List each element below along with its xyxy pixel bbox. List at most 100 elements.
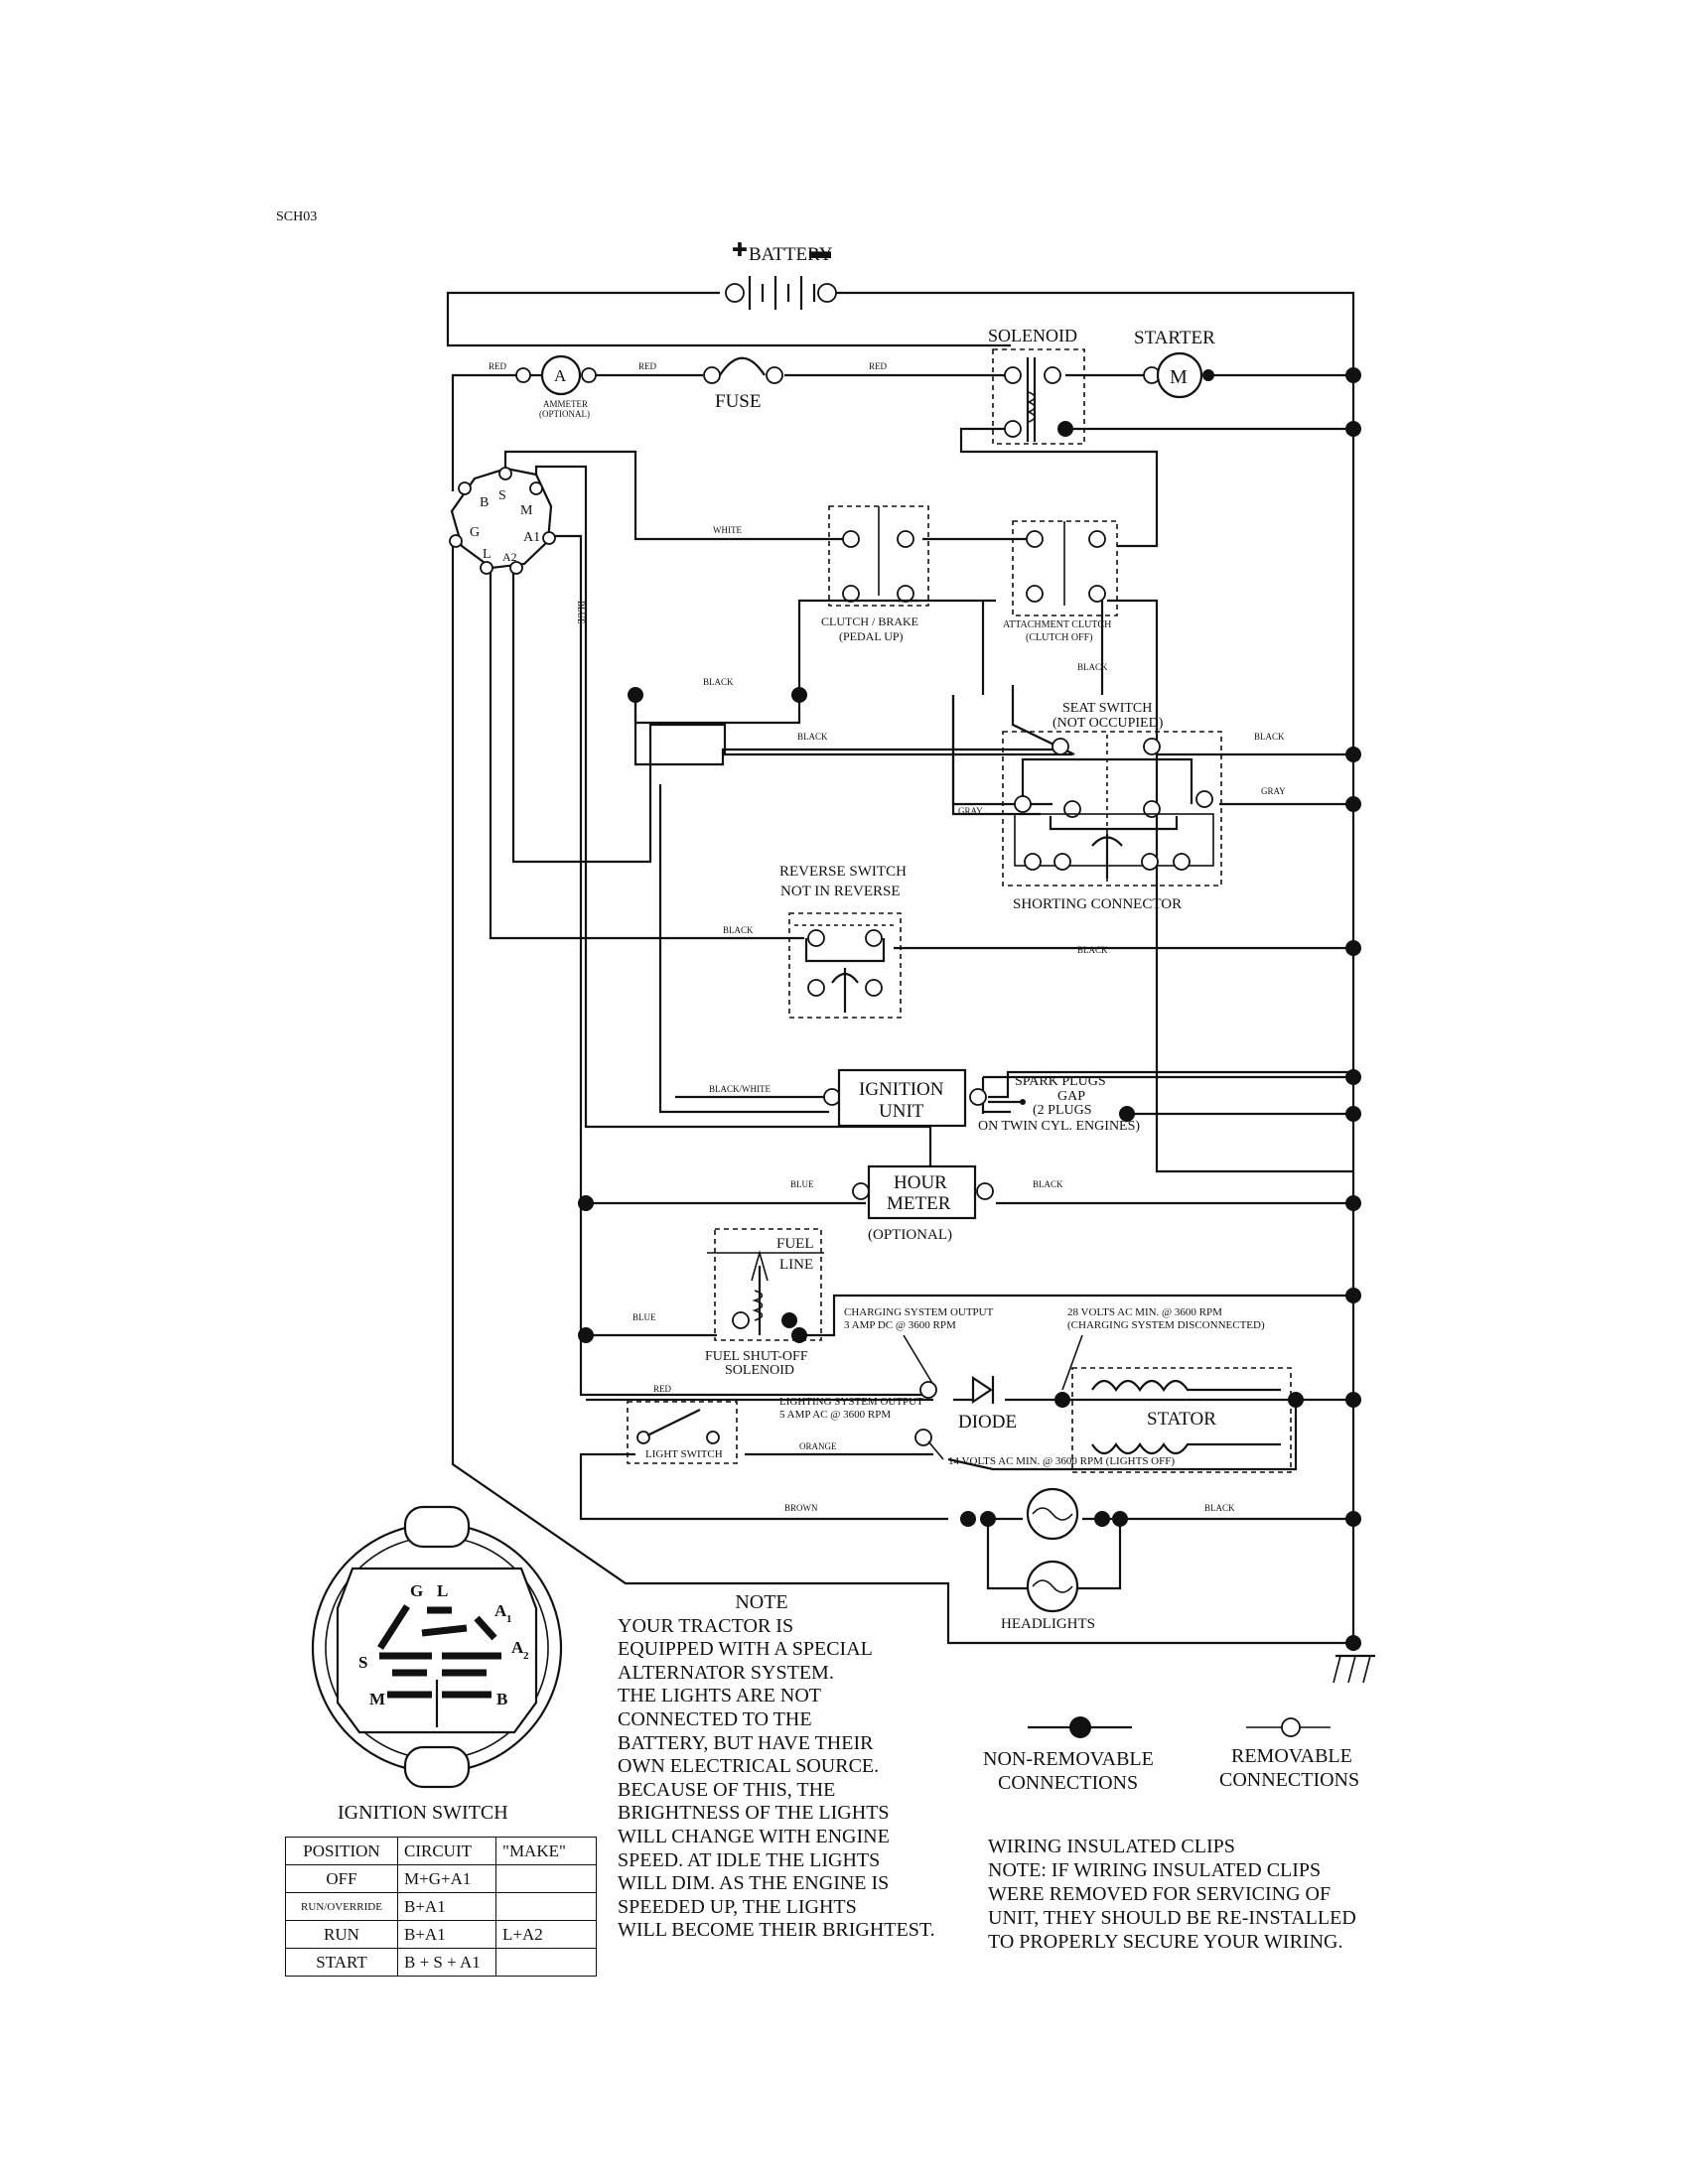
wire-label-black: BLACK [1077,945,1108,955]
row-make: L+A2 [495,1920,597,1949]
fuel-solenoid-label-2: SOLENOID [725,1363,794,1378]
ammeter-label: AMMETER [543,399,588,409]
reverse-switch-state: NOT IN REVERSE [780,884,901,899]
wires [446,291,1355,1648]
solenoid: SOLENOID [988,326,1085,445]
wire-label-white: WHITE [713,525,742,535]
diode: DIODE [919,1375,1017,1433]
terminal-s: S [498,488,506,503]
clutch-brake-state: (PEDAL UP) [839,629,904,643]
legend-removable-2: CONNECTIONS [1219,1769,1359,1791]
spark-plugs-gap: GAP [1057,1089,1085,1104]
wire-label-gray: GRAY [958,806,983,816]
legend-non-removable-2: CONNECTIONS [998,1772,1138,1794]
stator-label: STATOR [1147,1409,1216,1430]
header-circuit: CIRCUIT [397,1837,496,1865]
face-terminal-m: M [369,1690,385,1708]
seat-switch: SEAT SWITCH (NOT OCCUPIED) SHORTING CONN… [1002,701,1222,912]
ignition-switch-title: IGNITION SWITCH [338,1802,508,1824]
row-position: START [285,1948,398,1977]
fuel-line-label-2: LINE [779,1257,813,1273]
fuse: FUSE [703,356,783,412]
note-line: WILL BECOME THEIR BRIGHTEST. [618,1919,935,1942]
spark-plugs-label: SPARK PLUGS [1015,1074,1106,1089]
wire-label-blue: BLUE [576,601,586,624]
note-line: OWN ELECTRICAL SOURCE. [618,1755,880,1778]
wire-label-black: BLACK [723,925,754,935]
wire-label-gray: GRAY [1261,786,1286,796]
wire-label-black: BLACK [1204,1503,1235,1513]
terminal-g: G [470,525,480,540]
face-terminal-a1-sub: 1 [506,1613,512,1625]
light-switch-label: LIGHT SWITCH [645,1448,723,1460]
terminal-a1: A1 [523,530,540,545]
terminal-l: L [483,547,491,562]
note-line: CONNECTED TO THE [618,1707,812,1730]
attachment-clutch-state: (CLUTCH OFF) [1026,632,1093,643]
solenoid-label: SOLENOID [988,326,1077,345]
legend-removable: REMOVABLE [1231,1745,1352,1767]
clips-line: NOTE: IF WIRING INSULATED CLIPS [988,1859,1322,1881]
face-terminal-a1: A [494,1601,507,1620]
note-block: NOTE YOUR TRACTOR IS EQUIPPED WITH A SPE… [618,1591,985,1943]
clutch-brake-switch: CLUTCH / BRAKE (PEDAL UP) [821,505,929,643]
note-line: SPEED. AT IDLE THE LIGHTS [618,1848,881,1871]
wire-label-black: BLACK [1033,1179,1063,1189]
hour-meter-label: HOUR [894,1172,947,1193]
note-line: BECAUSE OF THIS, THE [618,1778,836,1801]
charging-output-label: CHARGING SYSTEM OUTPUT [844,1306,994,1318]
ammeter: A AMMETER (OPTIONAL) [515,354,597,419]
terminal-a2: A2 [502,550,517,564]
starter-motor: STARTER M [1134,328,1215,399]
note-title: NOTE [735,1591,788,1613]
wire-label-black: BLACK [797,732,828,742]
face-terminal-a2: A [511,1638,524,1657]
spark-plugs-count: (2 PLUGS [1033,1103,1092,1118]
terminal-m: M [520,503,533,518]
starter-symbol: M [1170,366,1188,388]
row-position: OFF [285,1864,398,1893]
battery-minus-icon: ▬ [809,238,831,263]
light-switch: LIGHT SWITCH [627,1401,738,1464]
headlights: HEADLIGHTS [1001,1487,1095,1632]
battery-plus-icon: ✚ [732,240,748,261]
fuse-label: FUSE [715,391,761,412]
row-make [495,1892,597,1921]
wire-label-black: BLACK [703,677,734,687]
clips-title: WIRING INSULATED CLIPS [988,1836,1235,1857]
ignition-switch-table: POSITION CIRCUIT "MAKE" OFF M+G+A1 RUN/O… [285,1837,597,1977]
wire-label-red: RED [653,1384,672,1394]
clips-line: UNIT, THEY SHOULD BE RE-INSTALLED [988,1907,1356,1929]
wire-label-red: RED [489,361,507,371]
starter-label: STARTER [1134,328,1215,348]
row-position: RUN [285,1920,398,1949]
battery-label: BATTERY [749,244,833,265]
removable-connection-icon [1281,1717,1301,1737]
volts-28-label: 28 VOLTS AC MIN. @ 3600 RPM [1067,1306,1222,1318]
fuel-solenoid-label: FUEL SHUT-OFF [705,1349,808,1364]
hour-meter-label-2: METER [887,1193,951,1214]
row-circuit: M+G+A1 [397,1864,496,1893]
attachment-clutch-switch: ATTACHMENT CLUTCH (CLUTCH OFF) [1003,520,1118,643]
face-terminal-s: S [358,1653,367,1672]
non-removable-connection-icon [1069,1716,1091,1738]
row-circuit: B+A1 [397,1892,496,1921]
shorting-connector-label: SHORTING CONNECTOR [1013,896,1182,912]
wire-label-red: RED [869,361,888,371]
note-line: BRIGHTNESS OF THE LIGHTS [618,1802,890,1825]
row-position: RUN/OVERRIDE [285,1892,398,1921]
wire-label-orange: ORANGE [799,1441,837,1451]
seat-switch-label: SEAT SWITCH [1062,701,1152,716]
ground-icon [1333,1654,1375,1684]
note-line: BATTERY, BUT HAVE THEIR [618,1731,874,1754]
table-row: RUN B+A1 L+A2 [285,1920,597,1949]
note-line: EQUIPPED WITH A SPECIAL [618,1638,873,1661]
clutch-brake-label: CLUTCH / BRAKE [821,614,918,628]
table-row: OFF M+G+A1 [285,1864,597,1893]
wire-label-red: RED [638,361,657,371]
headlights-label: HEADLIGHTS [1001,1616,1095,1632]
terminal-b: B [480,495,489,510]
hour-meter: HOUR METER (OPTIONAL) [852,1164,994,1243]
header-position: POSITION [285,1837,398,1865]
